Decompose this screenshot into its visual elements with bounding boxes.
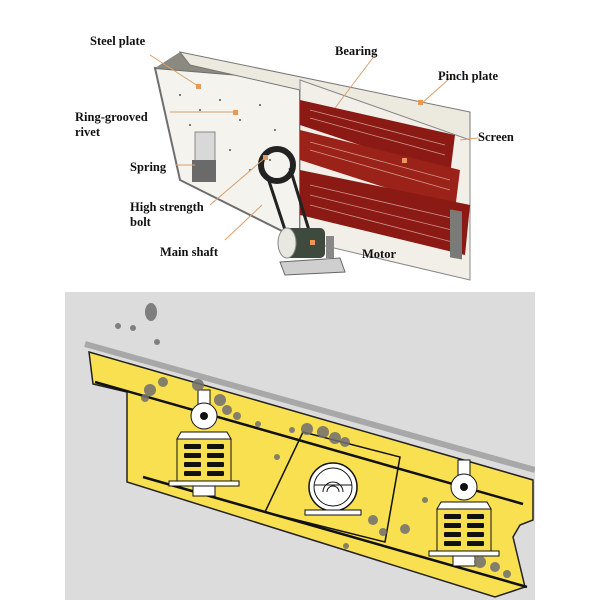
label-ring-grooved-rivet-line1: Ring-grooved <box>75 110 148 124</box>
motor-part <box>277 227 346 276</box>
label-bearing: Bearing <box>335 44 378 58</box>
label-motor: Motor <box>362 247 397 261</box>
label-high-strength-bolt-line1: High strength <box>130 200 204 214</box>
right-spring-support <box>428 459 500 567</box>
label-steel-plate: Steel plate <box>90 34 146 48</box>
label-pinch-plate: Pinch plate <box>438 69 499 83</box>
label-ring-grooved-rivet-line2: rivet <box>75 125 100 139</box>
label-main-shaft: Main shaft <box>160 245 218 259</box>
label-high-strength-bolt-line2: bolt <box>130 215 151 229</box>
exciter-motor <box>304 462 362 516</box>
leader-lines <box>149 54 479 241</box>
material-particles <box>115 303 511 578</box>
exciter-frame <box>263 431 401 543</box>
screen-decks <box>300 100 470 260</box>
callout-markers <box>196 84 423 245</box>
vibrating-screen-schematic <box>65 292 535 600</box>
label-screen: Screen <box>478 130 514 144</box>
vibrating-screen-3d-diagram: Steel plate Bearing Pinch plate Ring-gro… <box>0 0 600 290</box>
label-spring: Spring <box>130 160 167 174</box>
schematic-illustration <box>84 303 535 598</box>
machine-illustration <box>149 51 479 281</box>
left-spring-support <box>168 389 240 497</box>
